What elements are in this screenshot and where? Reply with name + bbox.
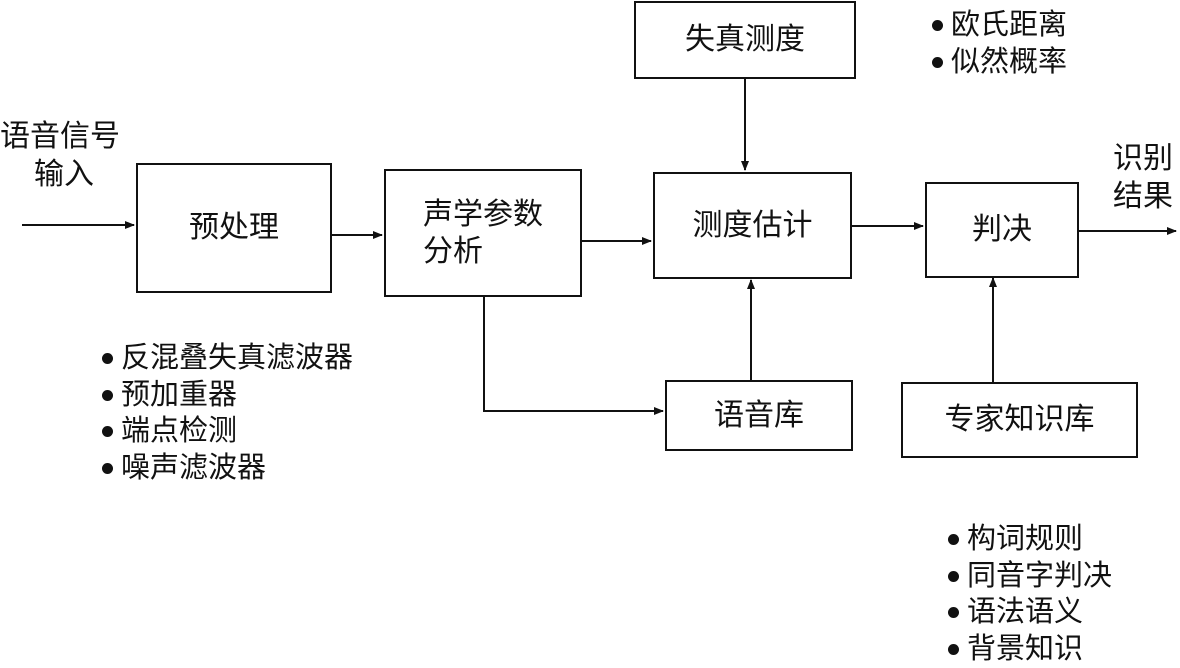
preprocess-step-item: 反混叠失真滤波器: [101, 339, 353, 376]
expert-knowledge-label: 专家知识库: [944, 402, 1095, 438]
output-label-line2: 结果: [1113, 178, 1173, 214]
distance-measure-item: 似然概率: [931, 43, 1067, 80]
input-label-line2: 输入: [34, 156, 94, 192]
preprocess-step-item: 噪声滤波器: [101, 449, 353, 486]
preprocess-label: 预处理: [189, 210, 279, 246]
distortion-measure-box: 失真测度: [634, 1, 856, 79]
speech-database-box: 语音库: [665, 380, 853, 451]
preprocess-step-item: 端点检测: [101, 412, 353, 449]
preprocess-step-list: 反混叠失真滤波器 预加重器 端点检测 噪声滤波器: [101, 339, 353, 485]
knowledge-item: 背景知识: [947, 630, 1112, 667]
knowledge-item: 同音字判决: [947, 557, 1112, 594]
measure-estimation-label: 测度估计: [692, 207, 813, 243]
acoustic-analysis-label-line2: 分析: [423, 234, 483, 269]
knowledge-item: 构词规则: [947, 520, 1112, 557]
input-label-line1: 语音信号: [0, 119, 120, 154]
acoustic-to-speech-db-arrow: [483, 297, 664, 415]
decision-box: 判决: [925, 182, 1079, 278]
speech-database-label: 语音库: [714, 397, 804, 433]
knowledge-item: 语法语义: [947, 593, 1112, 630]
preprocess-step-item: 预加重器: [101, 376, 353, 413]
measure-estimation-box: 测度估计: [653, 172, 852, 279]
distance-measure-item: 欧氏距离: [931, 6, 1067, 43]
output-label: 识别 结果: [1113, 140, 1173, 215]
input-label: 语音信号 输入: [0, 118, 120, 193]
knowledge-item-list: 构词规则 同音字判决 语法语义 背景知识: [947, 520, 1112, 666]
preprocess-box: 预处理: [136, 163, 332, 293]
acoustic-analysis-label: 声学参数 分析: [423, 196, 543, 271]
decision-label: 判决: [972, 212, 1032, 248]
acoustic-analysis-box: 声学参数 分析: [384, 169, 582, 297]
output-label-line1: 识别: [1113, 141, 1173, 176]
acoustic-analysis-label-line1: 声学参数: [423, 196, 543, 232]
distance-measure-list: 欧氏距离 似然概率: [931, 6, 1067, 79]
distortion-measure-label: 失真测度: [685, 22, 805, 58]
expert-knowledge-box: 专家知识库: [901, 382, 1138, 458]
